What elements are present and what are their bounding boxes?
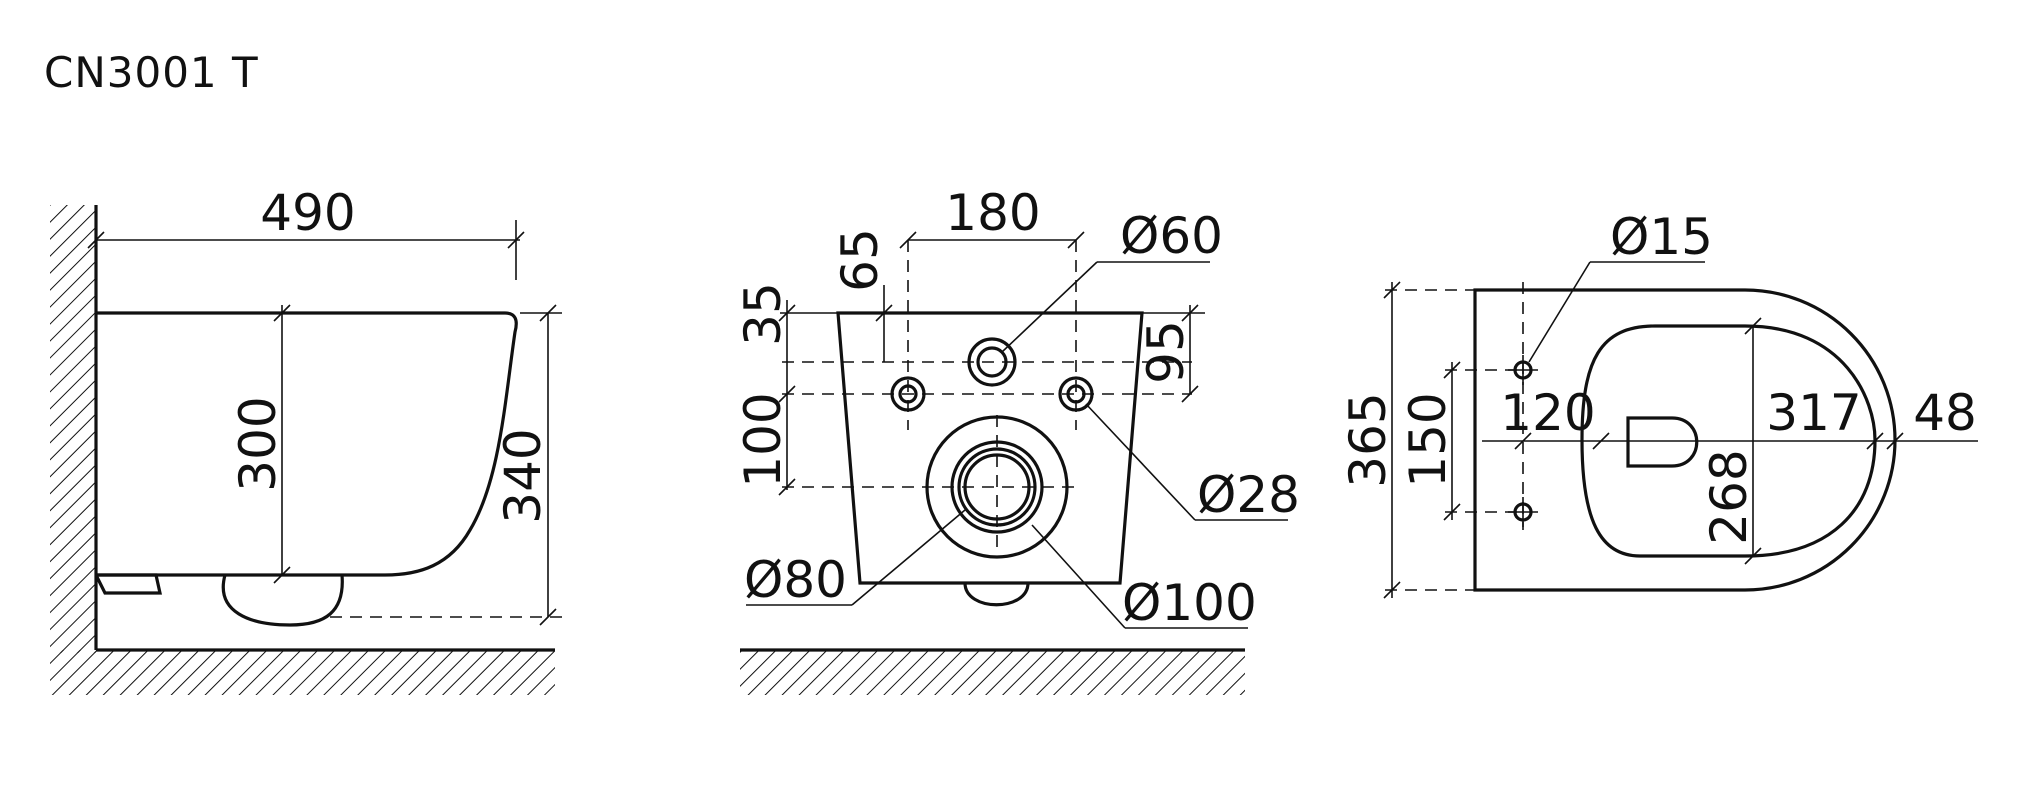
inlet-stub xyxy=(94,573,162,595)
top-to-inlet-dimension: 95 xyxy=(1137,304,1205,403)
length-dimension: 490 xyxy=(87,184,525,280)
bowl-height-dimension: 300 xyxy=(229,304,291,584)
top-to-inlet-label: 95 xyxy=(1137,320,1195,384)
overall-width-label: 365 xyxy=(1339,392,1397,487)
total-height-dimension: 340 xyxy=(330,304,562,626)
centerlines-top xyxy=(1385,282,1524,591)
length-label: 490 xyxy=(260,184,355,242)
rear-view: 180 65 35 100 95 Ø60 xyxy=(734,184,1300,695)
outlet-diameter-callout: Ø80 xyxy=(744,509,966,609)
bowl-width-label: 268 xyxy=(1700,449,1758,544)
bowl-rear-outline xyxy=(836,311,1144,585)
bolt-spacing-label: 180 xyxy=(945,184,1040,242)
wall-hatch xyxy=(50,205,96,653)
length-dimension-top: 120 317 48 xyxy=(1482,384,1978,450)
bolt-diameter-label: Ø28 xyxy=(1197,466,1300,524)
inlet-diameter-label: Ø60 xyxy=(1120,207,1223,265)
centerlines-rear xyxy=(782,240,1192,555)
bolt-to-outlet-label: 100 xyxy=(734,392,792,487)
rim-to-front-label: 48 xyxy=(1913,384,1977,442)
hole-spacing-label: 150 xyxy=(1399,392,1457,487)
side-view: 490 300 340 xyxy=(50,184,562,695)
model-title: CN3001 T xyxy=(44,48,259,97)
drain-opening xyxy=(1626,416,1699,468)
inlet-offset-label: 65 xyxy=(831,228,889,292)
hole-diameter-label: Ø15 xyxy=(1610,208,1713,266)
hole-to-bowl-label: 120 xyxy=(1500,384,1595,442)
bowl-length-label: 317 xyxy=(1766,384,1861,442)
outlet-pipe xyxy=(221,574,344,627)
floor-hatch-rear xyxy=(740,650,1245,695)
bolt-spacing-dimension: 180 xyxy=(899,184,1085,249)
inlet-diameter-callout: Ø60 xyxy=(1001,207,1223,353)
bowl-side-outline xyxy=(96,311,518,577)
hole-spacing-dimension: 150 xyxy=(1399,361,1461,521)
outlet-stub xyxy=(963,582,1030,607)
bowl-width-dimension: 268 xyxy=(1700,317,1762,565)
inner-rim-outline xyxy=(1580,324,1877,558)
hole-diameter-callout: Ø15 xyxy=(1528,208,1713,363)
overall-width-dimension: 365 xyxy=(1339,281,1401,599)
bolt-diameter-callout: Ø28 xyxy=(1085,403,1300,524)
bowl-height-label: 300 xyxy=(229,396,287,491)
top-to-bolts-dimension: 35 100 xyxy=(734,282,838,496)
total-height-label: 340 xyxy=(494,428,552,523)
bowl-top-outline xyxy=(1473,288,1897,592)
top-view: Ø15 365 150 120 317 48 xyxy=(1339,208,1978,599)
outlet-outer-diameter-label: Ø100 xyxy=(1122,574,1257,632)
outlet-outer-callout: Ø100 xyxy=(1031,524,1257,632)
top-to-bolts-label: 35 xyxy=(734,282,792,346)
floor-hatch xyxy=(50,650,555,695)
inlet-offset-dimension: 65 xyxy=(831,228,893,362)
outlet-diameter-label: Ø80 xyxy=(744,551,847,609)
